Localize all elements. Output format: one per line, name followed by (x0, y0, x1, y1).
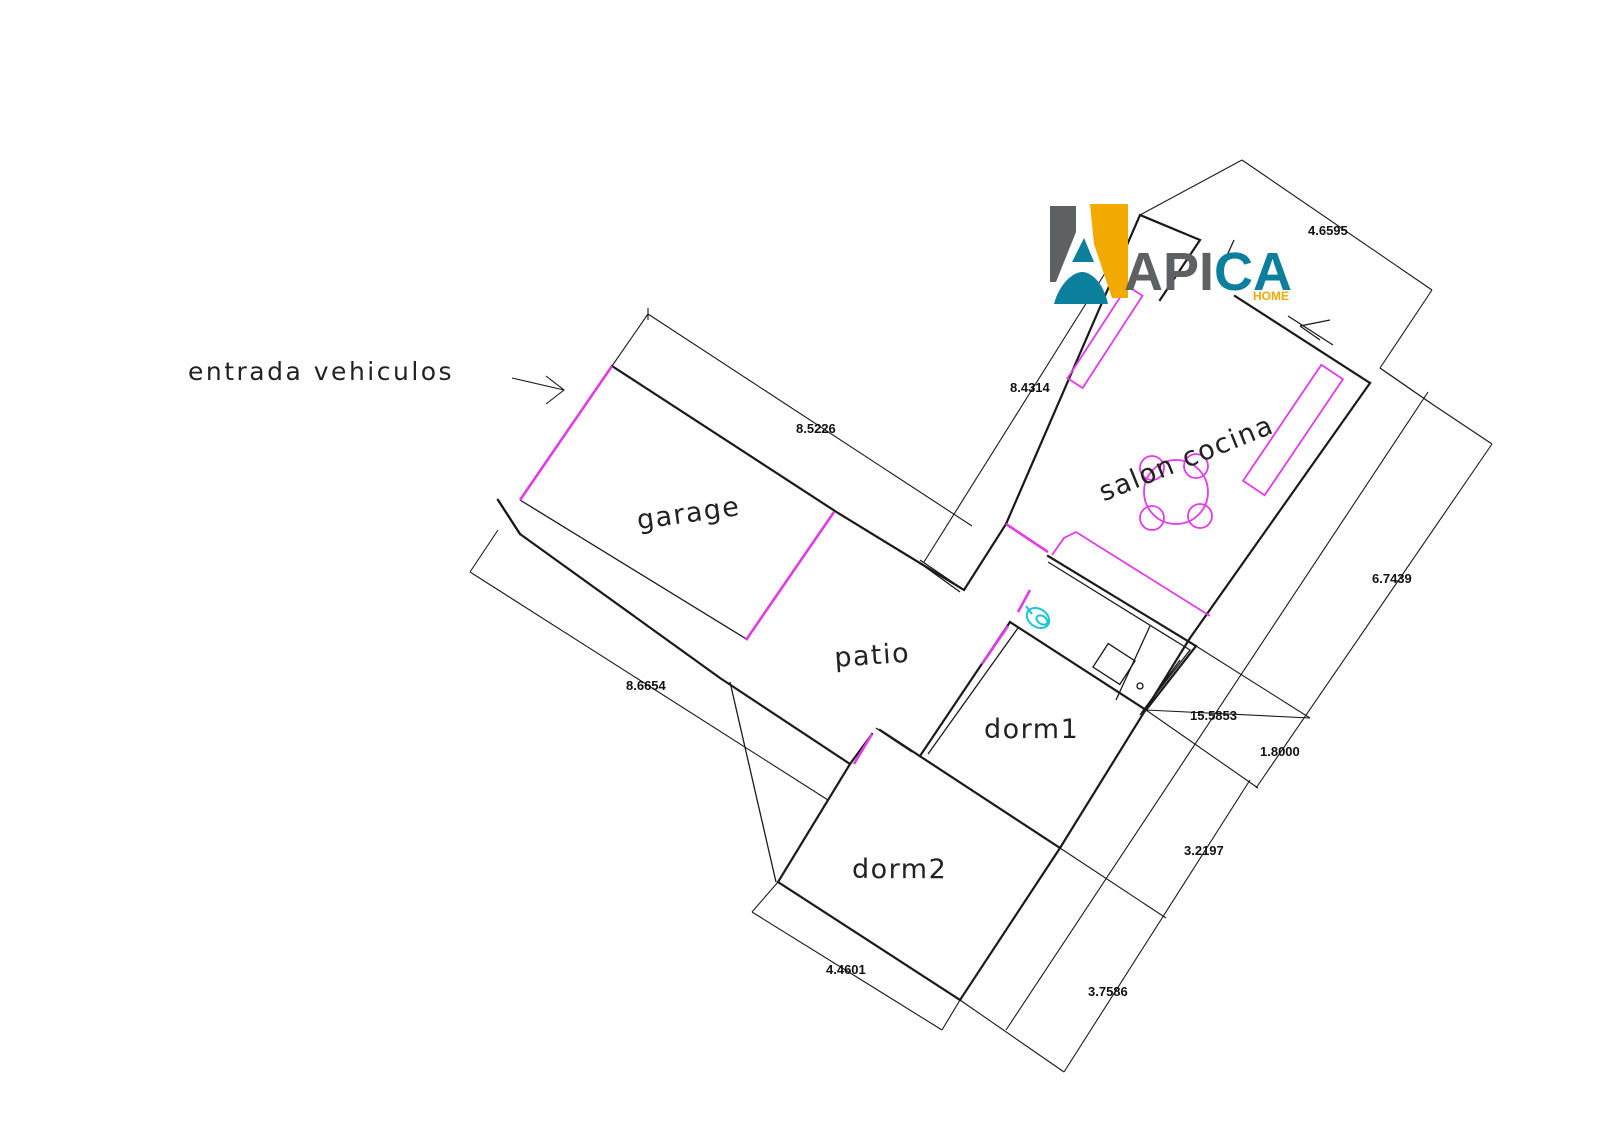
dimension-lines (469, 159, 1493, 1073)
logo-brand-text: APICA (1124, 242, 1292, 302)
room-labels: garage patio salon cocina dorm1 dorm2 (635, 410, 1279, 885)
dim-label: 8.4314 (1010, 380, 1051, 395)
logo-brand-gray: API (1124, 242, 1214, 302)
doors (518, 365, 1049, 765)
dimension-labels: 8.5226 8.4314 4.6595 6.7439 8.6654 15.58… (626, 223, 1412, 999)
vehicle-entrance-note: entrada vehiculos (188, 357, 565, 405)
dim-label: 3.2197 (1184, 843, 1224, 858)
logo-mark-icon (1050, 204, 1128, 304)
logo-sub-text: HOME (1253, 289, 1289, 303)
room-label-patio: patio (833, 638, 911, 674)
dim-label: 4.6595 (1308, 223, 1348, 238)
arrow-right-icon (511, 375, 565, 405)
dim-label: 1.8000 (1260, 744, 1300, 759)
dim-label: 8.6654 (626, 678, 667, 693)
room-label-garage: garage (635, 491, 742, 536)
dim-label: 4.4601 (826, 962, 866, 977)
dim-label: 6.7439 (1372, 571, 1412, 586)
room-label-dorm1: dorm1 (984, 714, 1079, 745)
vehicle-entrance-label: entrada vehiculos (188, 357, 454, 386)
dim-label: 3.7586 (1088, 984, 1128, 999)
room-label-dorm2: dorm2 (852, 854, 947, 885)
dim-label: 8.5226 (796, 421, 836, 436)
logo-brand-teal: CA (1214, 242, 1292, 302)
dim-label: 15.5853 (1190, 708, 1237, 723)
room-label-salon-cocina: salon cocina (1095, 410, 1279, 508)
furniture (1051, 284, 1345, 617)
walls (496, 213, 1433, 1002)
toilet-icon (1025, 605, 1051, 629)
apica-home-logo: APICA HOME (1050, 204, 1292, 304)
